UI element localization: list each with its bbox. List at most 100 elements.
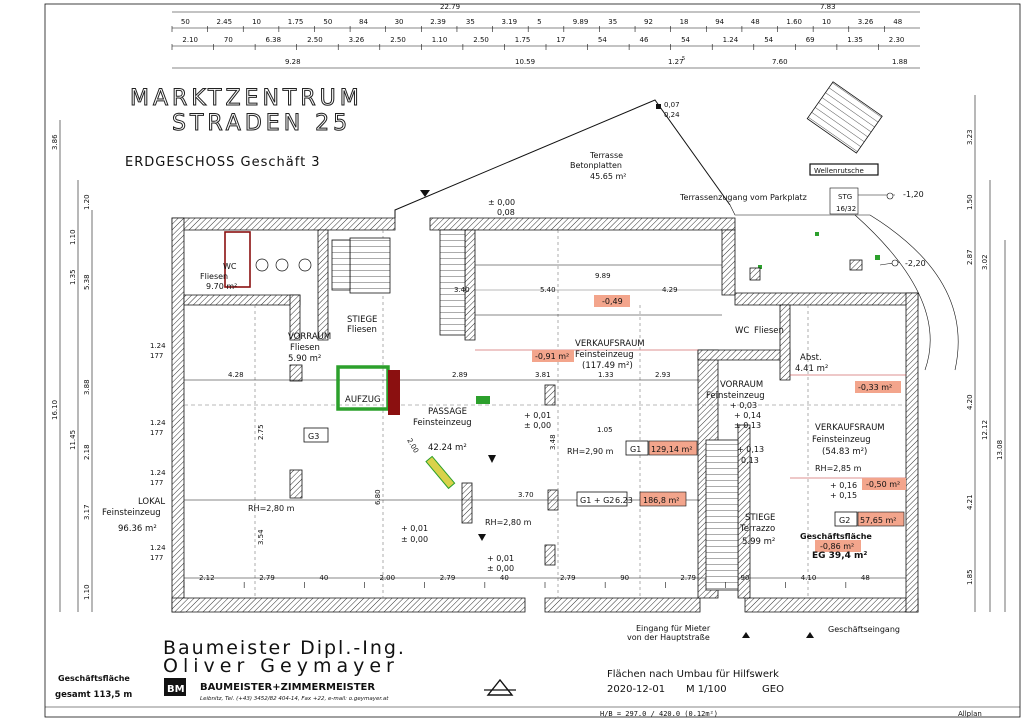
dim-bottom-8: 2.79 (680, 574, 696, 582)
pm-1b: 0,08 (497, 208, 515, 217)
company-name: BAUMEISTER+ZIMMERMEISTER (200, 682, 375, 693)
elevator: AUFZUG (336, 365, 490, 490)
dim-bottom-7: 90 (620, 574, 629, 582)
pm-7b: + 0,14 (734, 411, 761, 420)
dim-right-4: 4.20 (966, 394, 974, 410)
pm-6b: + 0,15 (830, 491, 857, 500)
floor-title: ERDGESCHOSS Geschäft 3 (125, 155, 321, 170)
dim-340: 3.40 (454, 286, 470, 294)
dim-row2-1: 70 (224, 36, 233, 44)
dim-small-2: 177 (150, 352, 163, 360)
dim-row2-15: 69 (806, 36, 815, 44)
elevator-label: AUFZUG (345, 395, 381, 405)
stiege1-floor: Fliesen (347, 325, 377, 335)
dim-row2-4: 3.26 (349, 36, 365, 44)
wc1-floor: Fliesen (200, 272, 228, 281)
dim-right-5: 12.12 (981, 420, 989, 440)
verkauf1-name: VERKAUFSRAUM (575, 339, 645, 349)
wc1-area: 9.70 m² (206, 282, 237, 291)
dim-right-6: 13.08 (996, 440, 1004, 460)
dim-row1-3: 1.75 (288, 18, 304, 26)
dim-989: 9.89 (595, 272, 611, 280)
lokal-floor: Feinsteinzeug (102, 508, 161, 518)
dim-row1-6: 30 (395, 18, 404, 26)
stiege2-floor: Terrazzo (739, 524, 775, 534)
dim-bottom-5: 40 (500, 574, 509, 582)
dim-bottom-4: 2.79 (440, 574, 456, 582)
terrace-area: 45.65 m² (590, 172, 626, 181)
dim-row1-12: 35 (608, 18, 617, 26)
dim-row1-18: 10 (822, 18, 831, 26)
dim-bottom-3: 2.00 (380, 574, 396, 582)
dim-row3-b: 10.59 (515, 58, 535, 66)
dim-row1-11: 9.89 (573, 18, 589, 26)
dim-right-9: 1.85 (966, 569, 974, 585)
lokal-area: 96.36 m² (118, 524, 157, 534)
dim-bottom-6: 2.79 (560, 574, 576, 582)
dim-354: 3.54 (257, 529, 265, 545)
dim-right-7: 3.02 (981, 254, 989, 270)
terrace-floor: Betonplatten (570, 161, 622, 170)
dim-289: 2.89 (452, 371, 468, 379)
gesamt-label: Geschäftsfläche (58, 674, 130, 683)
left-dimension-chain: 3.86 16.10 1.20 5.38 11.45 3.17 1.10 3.8… (51, 120, 166, 612)
dim-bottom-10: 4.10 (801, 574, 817, 582)
dim-428: 4.28 (228, 371, 244, 379)
dim-row3-a: 9.28 (285, 58, 301, 66)
dim-row1-0: 50 (181, 18, 190, 26)
sheet-border (44, 3, 1021, 718)
vorraum1-name: VORRAUM (288, 332, 331, 342)
terrace-level-a: 0,07 (664, 101, 680, 109)
dim-left-inner-3: 1.10 (69, 229, 77, 245)
dim-small-6: 177 (150, 479, 163, 487)
pm-4: + 0,01 (524, 411, 551, 420)
dim-row2-12: 54 (681, 36, 690, 44)
verkauf2-area: (54.83 m²) (822, 447, 867, 457)
dim-row1-10: 5 (537, 18, 541, 26)
dim-row1-9: 3.19 (502, 18, 518, 26)
rh-4: RH=2,85 m (815, 464, 862, 473)
g3-tag: G3 (308, 432, 319, 441)
company-roof-icon (486, 678, 514, 696)
dim-540: 5.40 (540, 286, 556, 294)
pm-5: + 0,13 (737, 445, 764, 454)
dim-row2-7: 2.50 (473, 36, 489, 44)
dim-row2-16: 1.35 (847, 36, 863, 44)
dim-small-5: 1.24 (150, 469, 166, 477)
dim-row1-4: 50 (323, 18, 332, 26)
dim-left-2: 1.20 (83, 194, 91, 210)
terrace-access: Terrassenzugang vom Parkplatz (679, 193, 807, 202)
dim-row1-13: 92 (644, 18, 653, 26)
vorraum2-floor: Feinsteinzeug (706, 391, 765, 401)
plan-description: Flächen nach Umbau für Hilfswerk (607, 669, 779, 680)
passage-area: 42.24 m² (428, 443, 467, 453)
dim-row2-0: 2.10 (182, 36, 198, 44)
dim-row2-6: 1.10 (432, 36, 448, 44)
pm-7c: ± 0,13 (734, 421, 761, 430)
entrance-label-1: Eingang für Mieter (636, 624, 711, 633)
dim-right-8: 4.21 (966, 494, 974, 510)
dim-row2-5: 2.50 (390, 36, 406, 44)
dim-row1-16: 48 (751, 18, 760, 26)
level-tag-5: -0,86 m² (820, 542, 854, 551)
dim-row1-14: 18 (680, 18, 689, 26)
pm-6: + 0,16 (830, 481, 857, 490)
dim-left-total: 16.10 (51, 400, 59, 420)
dim-small-7: 1.24 (150, 544, 166, 552)
dim-small-1: 1.24 (150, 342, 166, 350)
verkauf2-floor: Feinsteinzeug (812, 435, 871, 445)
dim-row2-3: 2.50 (307, 36, 323, 44)
shop-entrance-label: Geschäftseingang (828, 625, 900, 634)
g1-tag: G1 (630, 445, 641, 454)
dim-row2-17: 2.30 (889, 36, 905, 44)
g1g2-value: 6.23 (615, 496, 633, 505)
pm-2: + 0,01 (401, 524, 428, 533)
dim-row1-17: 1.60 (786, 18, 802, 26)
dim-370: 3.70 (518, 491, 534, 499)
pm-3b: ± 0,00 (487, 564, 514, 573)
company-logo-icon (164, 678, 186, 696)
passage-name: PASSAGE (428, 407, 467, 417)
dim-bottom-2: 40 (319, 574, 328, 582)
